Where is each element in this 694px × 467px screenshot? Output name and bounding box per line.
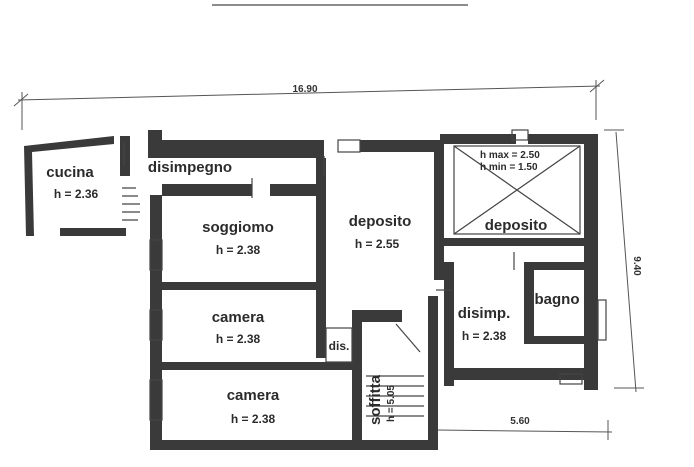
room-dis: dis. [329,339,350,353]
room-soffitta: soffitta h = 5.05 [367,374,397,425]
dis-label: dis. [329,339,350,353]
room-bagno: bagno [535,291,580,308]
overall-width-label: 16.90 [292,84,317,95]
deposito-right-hmin: h min = 1.50 [480,162,538,173]
details [122,129,607,421]
camera-upper-label: camera [212,309,265,326]
soggiorno-height: h = 2.38 [216,243,261,257]
overall-dimension-line: 16.90 [13,79,605,130]
deposito-right-label: deposito [485,217,548,234]
room-camera-upper: camera h = 2.38 [212,309,265,346]
soffitta-label: soffitta [367,374,384,425]
disimp-height: h = 2.38 [462,329,507,343]
cucina-label: cucina [46,164,94,181]
disimpegno-label: disimpegno [148,159,232,176]
room-cucina: cucina h = 2.36 [46,164,98,201]
lower-right-width-label: 5.60 [510,416,530,427]
bagno-label: bagno [535,291,580,308]
room-disimpegno: disimpegno [148,159,232,176]
right-depth-label: 9.40 [631,256,642,276]
room-deposito-right: h max = 2.50 h min = 1.50 deposito [480,150,547,234]
cucina-height: h = 2.36 [54,187,99,201]
walls [24,130,598,450]
disimp-label: disimp. [458,305,511,322]
deposito-right-hmax: h max = 2.50 [480,150,540,161]
room-camera-lower: camera h = 2.38 [227,387,280,426]
room-soggiorno: soggiomo h = 2.38 [202,219,274,257]
right-dimension-line: 9.40 [604,129,644,393]
deposito-center-height: h = 2.55 [355,237,400,251]
camera-upper-height: h = 2.38 [216,332,261,346]
lower-right-dimension-line: 5.60 [435,416,613,440]
camera-lower-height: h = 2.38 [231,412,276,426]
soffitta-height: h = 5.05 [386,385,397,422]
soggiorno-label: soggiomo [202,219,274,236]
room-disimp: disimp. h = 2.38 [458,305,511,343]
camera-lower-label: camera [227,387,280,404]
room-deposito-center: deposito h = 2.55 [349,213,412,251]
deposito-center-label: deposito [349,213,412,230]
